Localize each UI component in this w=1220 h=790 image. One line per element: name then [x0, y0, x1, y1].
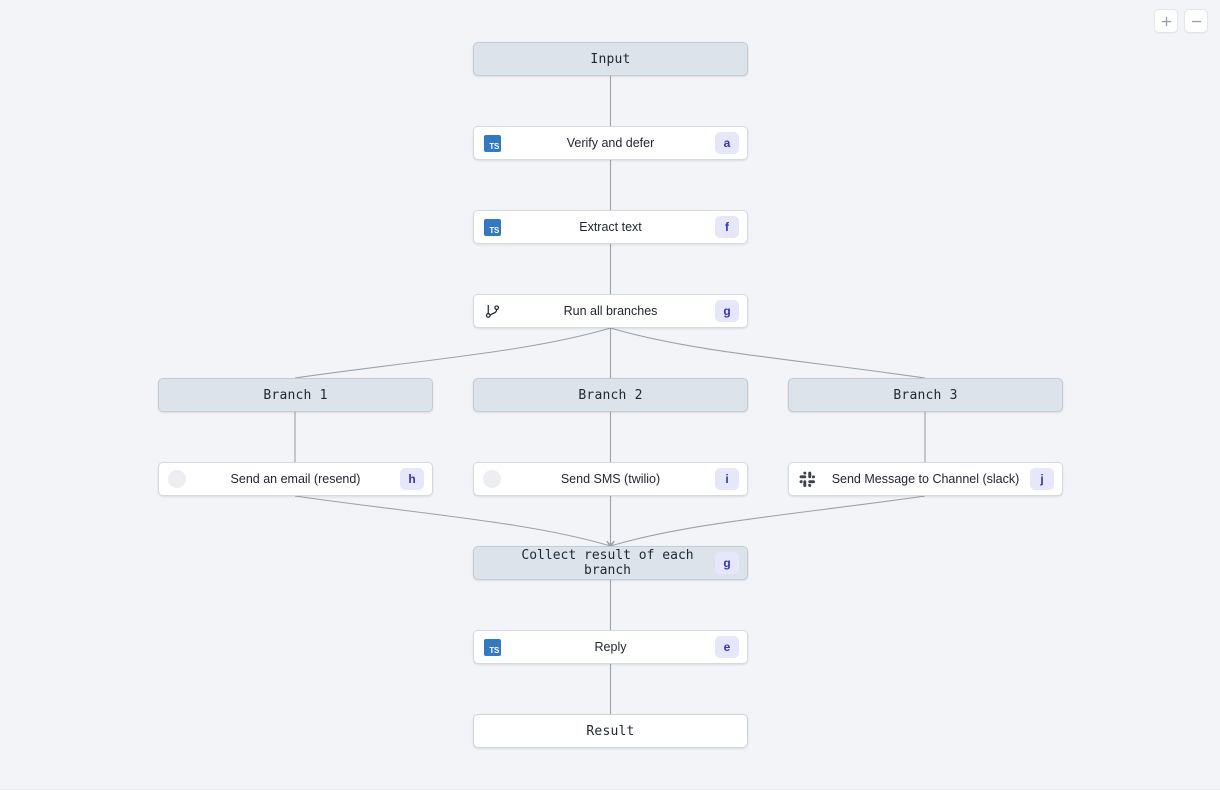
minus-icon — [1191, 20, 1201, 22]
node-send-an-email-label: Send an email (resend) — [230, 472, 361, 486]
node-reply[interactable]: TS Reply e — [473, 630, 748, 664]
edge-runall-branch1 — [294, 327, 611, 379]
placeholder-circle-icon — [482, 469, 502, 489]
node-branch-1[interactable]: Branch 1 — [158, 378, 433, 412]
node-send-sms-badge[interactable]: i — [715, 468, 739, 490]
zoom-controls — [1154, 9, 1208, 33]
node-input[interactable]: Input — [473, 42, 748, 76]
node-send-sms-label: Send SMS (twilio) — [560, 472, 661, 486]
node-branch-2-label: Branch 2 — [578, 387, 643, 403]
node-input-label: Input — [590, 51, 631, 67]
node-collect-result-badge[interactable]: g — [715, 552, 739, 574]
placeholder-circle-icon — [167, 469, 187, 489]
node-run-all-branches-label: Run all branches — [563, 304, 658, 318]
node-result[interactable]: Result — [473, 714, 748, 748]
typescript-icon: TS — [482, 637, 502, 657]
node-verify-and-defer-label: Verify and defer — [566, 136, 655, 150]
typescript-icon: TS — [482, 133, 502, 153]
git-branch-icon — [482, 301, 502, 321]
node-send-an-email[interactable]: Send an email (resend) h — [158, 462, 433, 496]
node-send-message-to-channel-label: Send Message to Channel (slack) — [831, 472, 1020, 486]
typescript-icon: TS — [482, 217, 502, 237]
node-send-sms[interactable]: Send SMS (twilio) i — [473, 462, 748, 496]
node-collect-result[interactable]: Collect result of each branch g — [473, 546, 748, 580]
edge-runall-branch3 — [610, 327, 926, 379]
node-send-an-email-badge[interactable]: h — [400, 468, 424, 490]
node-reply-badge[interactable]: e — [715, 636, 739, 658]
edge-slack-collect — [611, 495, 926, 546]
plus-icon — [1161, 16, 1171, 26]
node-extract-text-badge[interactable]: f — [715, 216, 739, 238]
node-run-all-branches[interactable]: Run all branches g — [473, 294, 748, 328]
slack-icon — [797, 469, 817, 489]
zoom-in-button[interactable] — [1154, 9, 1178, 33]
node-reply-label: Reply — [594, 640, 627, 654]
node-verify-and-defer[interactable]: TS Verify and defer a — [473, 126, 748, 160]
node-branch-2[interactable]: Branch 2 — [473, 378, 748, 412]
node-branch-1-label: Branch 1 — [263, 387, 328, 403]
node-run-all-branches-badge[interactable]: g — [715, 300, 739, 322]
node-branch-3-label: Branch 3 — [893, 387, 958, 403]
node-extract-text[interactable]: TS Extract text f — [473, 210, 748, 244]
node-send-message-to-channel[interactable]: Send Message to Channel (slack) j — [788, 462, 1063, 496]
zoom-out-button[interactable] — [1184, 9, 1208, 33]
edge-email-collect — [294, 495, 611, 546]
node-result-label: Result — [586, 723, 635, 739]
node-branch-3[interactable]: Branch 3 — [788, 378, 1063, 412]
node-verify-and-defer-badge[interactable]: a — [715, 132, 739, 154]
node-send-message-to-channel-badge[interactable]: j — [1030, 468, 1054, 490]
node-collect-result-label: Collect result of each branch — [521, 548, 694, 578]
node-extract-text-label: Extract text — [579, 220, 642, 234]
